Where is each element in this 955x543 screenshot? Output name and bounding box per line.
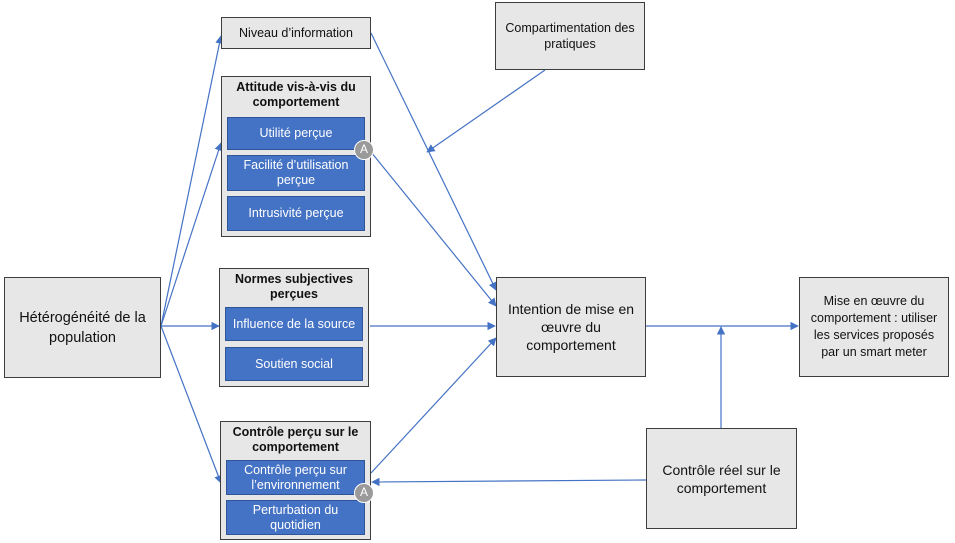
heterogeneite-box: Hétérogénéité de la population: [4, 277, 161, 378]
utilite-percue-label: Utilité perçue: [259, 126, 333, 140]
perturbation-quotidien-box: Perturbation du quotidien: [226, 500, 365, 535]
controle-percu-group: Contrôle perçu sur le comportement Contr…: [220, 421, 371, 540]
controle-environnement-label: Contrôle perçu sur l’environnement: [244, 462, 347, 492]
intention-box: Intention de mise en œuvre du comporteme…: [496, 277, 646, 377]
niveau-information-box: Niveau d’information: [221, 17, 371, 49]
intrusivite-percue-box: Intrusivité perçue: [227, 196, 365, 231]
arrow-controle-percu-to-intention: [370, 337, 497, 474]
arrow-controle-reel-to-controle-percu: [371, 477, 647, 487]
influence-source-label: Influence de la source: [232, 316, 356, 331]
controle-environnement-box: Contrôle perçu sur l’environnement: [226, 460, 365, 495]
arrow-population-to-attitude: [160, 142, 223, 327]
niveau-information-label: Niveau d’information: [239, 26, 353, 40]
compartimentation-box: Compartimentation des pratiques: [495, 2, 645, 70]
facilite-utilisation-label: Facilité d’utilisation perçue: [243, 158, 349, 187]
attitude-group: Attitude vis-à-vis du comportement Utili…: [221, 76, 371, 237]
arrow-population-to-controle-percu: [160, 325, 223, 484]
mise-en-oeuvre-box: Mise en œuvre du comportement : utiliser…: [799, 277, 949, 377]
moderator-badge-attitude: A: [354, 140, 374, 160]
soutien-social-box: Soutien social: [225, 347, 363, 381]
mise-en-oeuvre-label: Mise en œuvre du comportement : utiliser…: [810, 294, 938, 359]
compartimentation-label: Compartimentation des pratiques: [505, 21, 635, 51]
arrow-compartimentation-moderation: [426, 69, 546, 153]
perturbation-quotidien-label: Perturbation du quotidien: [252, 502, 339, 532]
attitude-title: Attitude vis-à-vis du comportement: [236, 80, 356, 109]
moderator-badge-controle: A: [354, 483, 374, 503]
arrow-niveau-to-intention: [370, 32, 497, 291]
facilite-utilisation-box: Facilité d’utilisation perçue: [227, 155, 365, 191]
utilite-percue-box: Utilité perçue: [227, 117, 365, 150]
controle-percu-title: Contrôle perçu sur le comportement: [232, 425, 359, 454]
intention-label: Intention de mise en œuvre du comporteme…: [507, 301, 635, 353]
normes-group: Normes subjectives perçues Influence de …: [219, 268, 369, 387]
controle-reel-label: Contrôle réel sur le comportement: [662, 461, 781, 496]
normes-title: Normes subjectives perçues: [234, 272, 354, 301]
arrow-attitude-to-intention: [370, 151, 497, 307]
arrow-population-to-niveau: [160, 35, 224, 327]
intrusivite-percue-label: Intrusivité perçue: [248, 206, 344, 220]
heterogeneite-label: Hétérogénéité de la population: [19, 309, 146, 346]
influence-source-box: Influence de la source: [225, 307, 363, 341]
controle-reel-box: Contrôle réel sur le comportement: [646, 428, 797, 529]
soutien-social-label: Soutien social: [255, 356, 333, 371]
